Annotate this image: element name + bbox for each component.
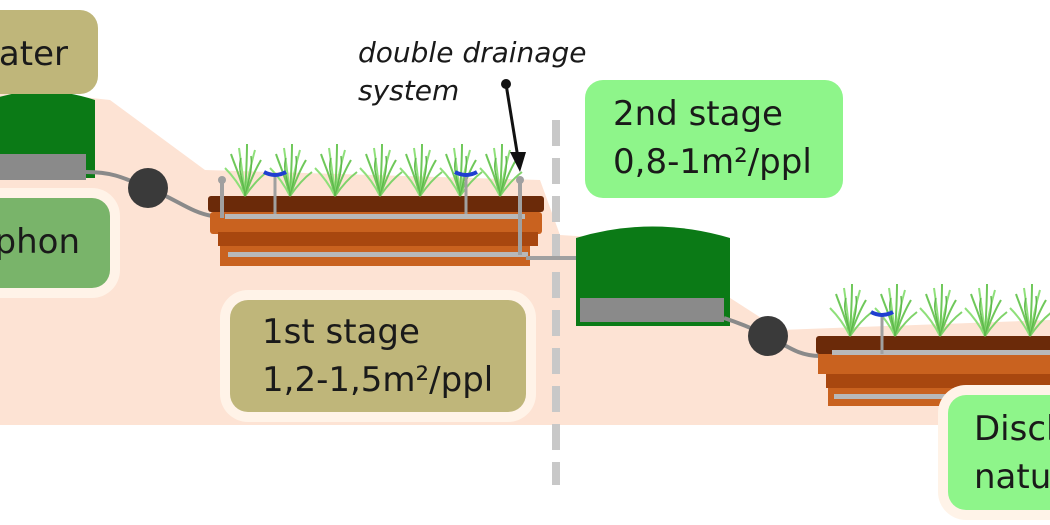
siphon-icon (128, 168, 168, 208)
annotation-arrow (501, 79, 526, 172)
discharge-line2: natu (974, 457, 1050, 497)
wastewater-label: rater (0, 10, 98, 94)
discharge-label: Discl natu (948, 395, 1050, 510)
settling-tank-icon (0, 91, 95, 180)
discharge-line1: Discl (974, 409, 1050, 449)
stage1-area: 1,2-1,5m²/ppl (262, 360, 494, 400)
stage2-label: 2nd stage 0,8-1m²/ppl (585, 80, 843, 198)
wastewater-text: rater (0, 34, 68, 74)
siphon-icon (748, 316, 788, 356)
siphon-text: phon (0, 222, 80, 262)
sprinkler-icon (454, 170, 478, 214)
stage2-area: 0,8-1m²/ppl (613, 142, 812, 182)
sprinkler-icon (263, 170, 287, 214)
drainage-annotation: double drainage system (358, 34, 586, 110)
drainage-note-line1: double drainage (358, 36, 587, 69)
settling-tank-icon (576, 226, 730, 326)
stage1-label: 1st stage 1,2-1,5m²/ppl (230, 300, 526, 412)
siphon-label: phon (0, 198, 110, 288)
sprinkler-icon (870, 310, 894, 354)
drainage-note-line2: system (358, 74, 460, 107)
stage1-bed (208, 143, 544, 266)
stage2-bed (816, 283, 1050, 406)
stage2-name: 2nd stage (613, 94, 783, 134)
stage1-name: 1st stage (262, 312, 420, 352)
